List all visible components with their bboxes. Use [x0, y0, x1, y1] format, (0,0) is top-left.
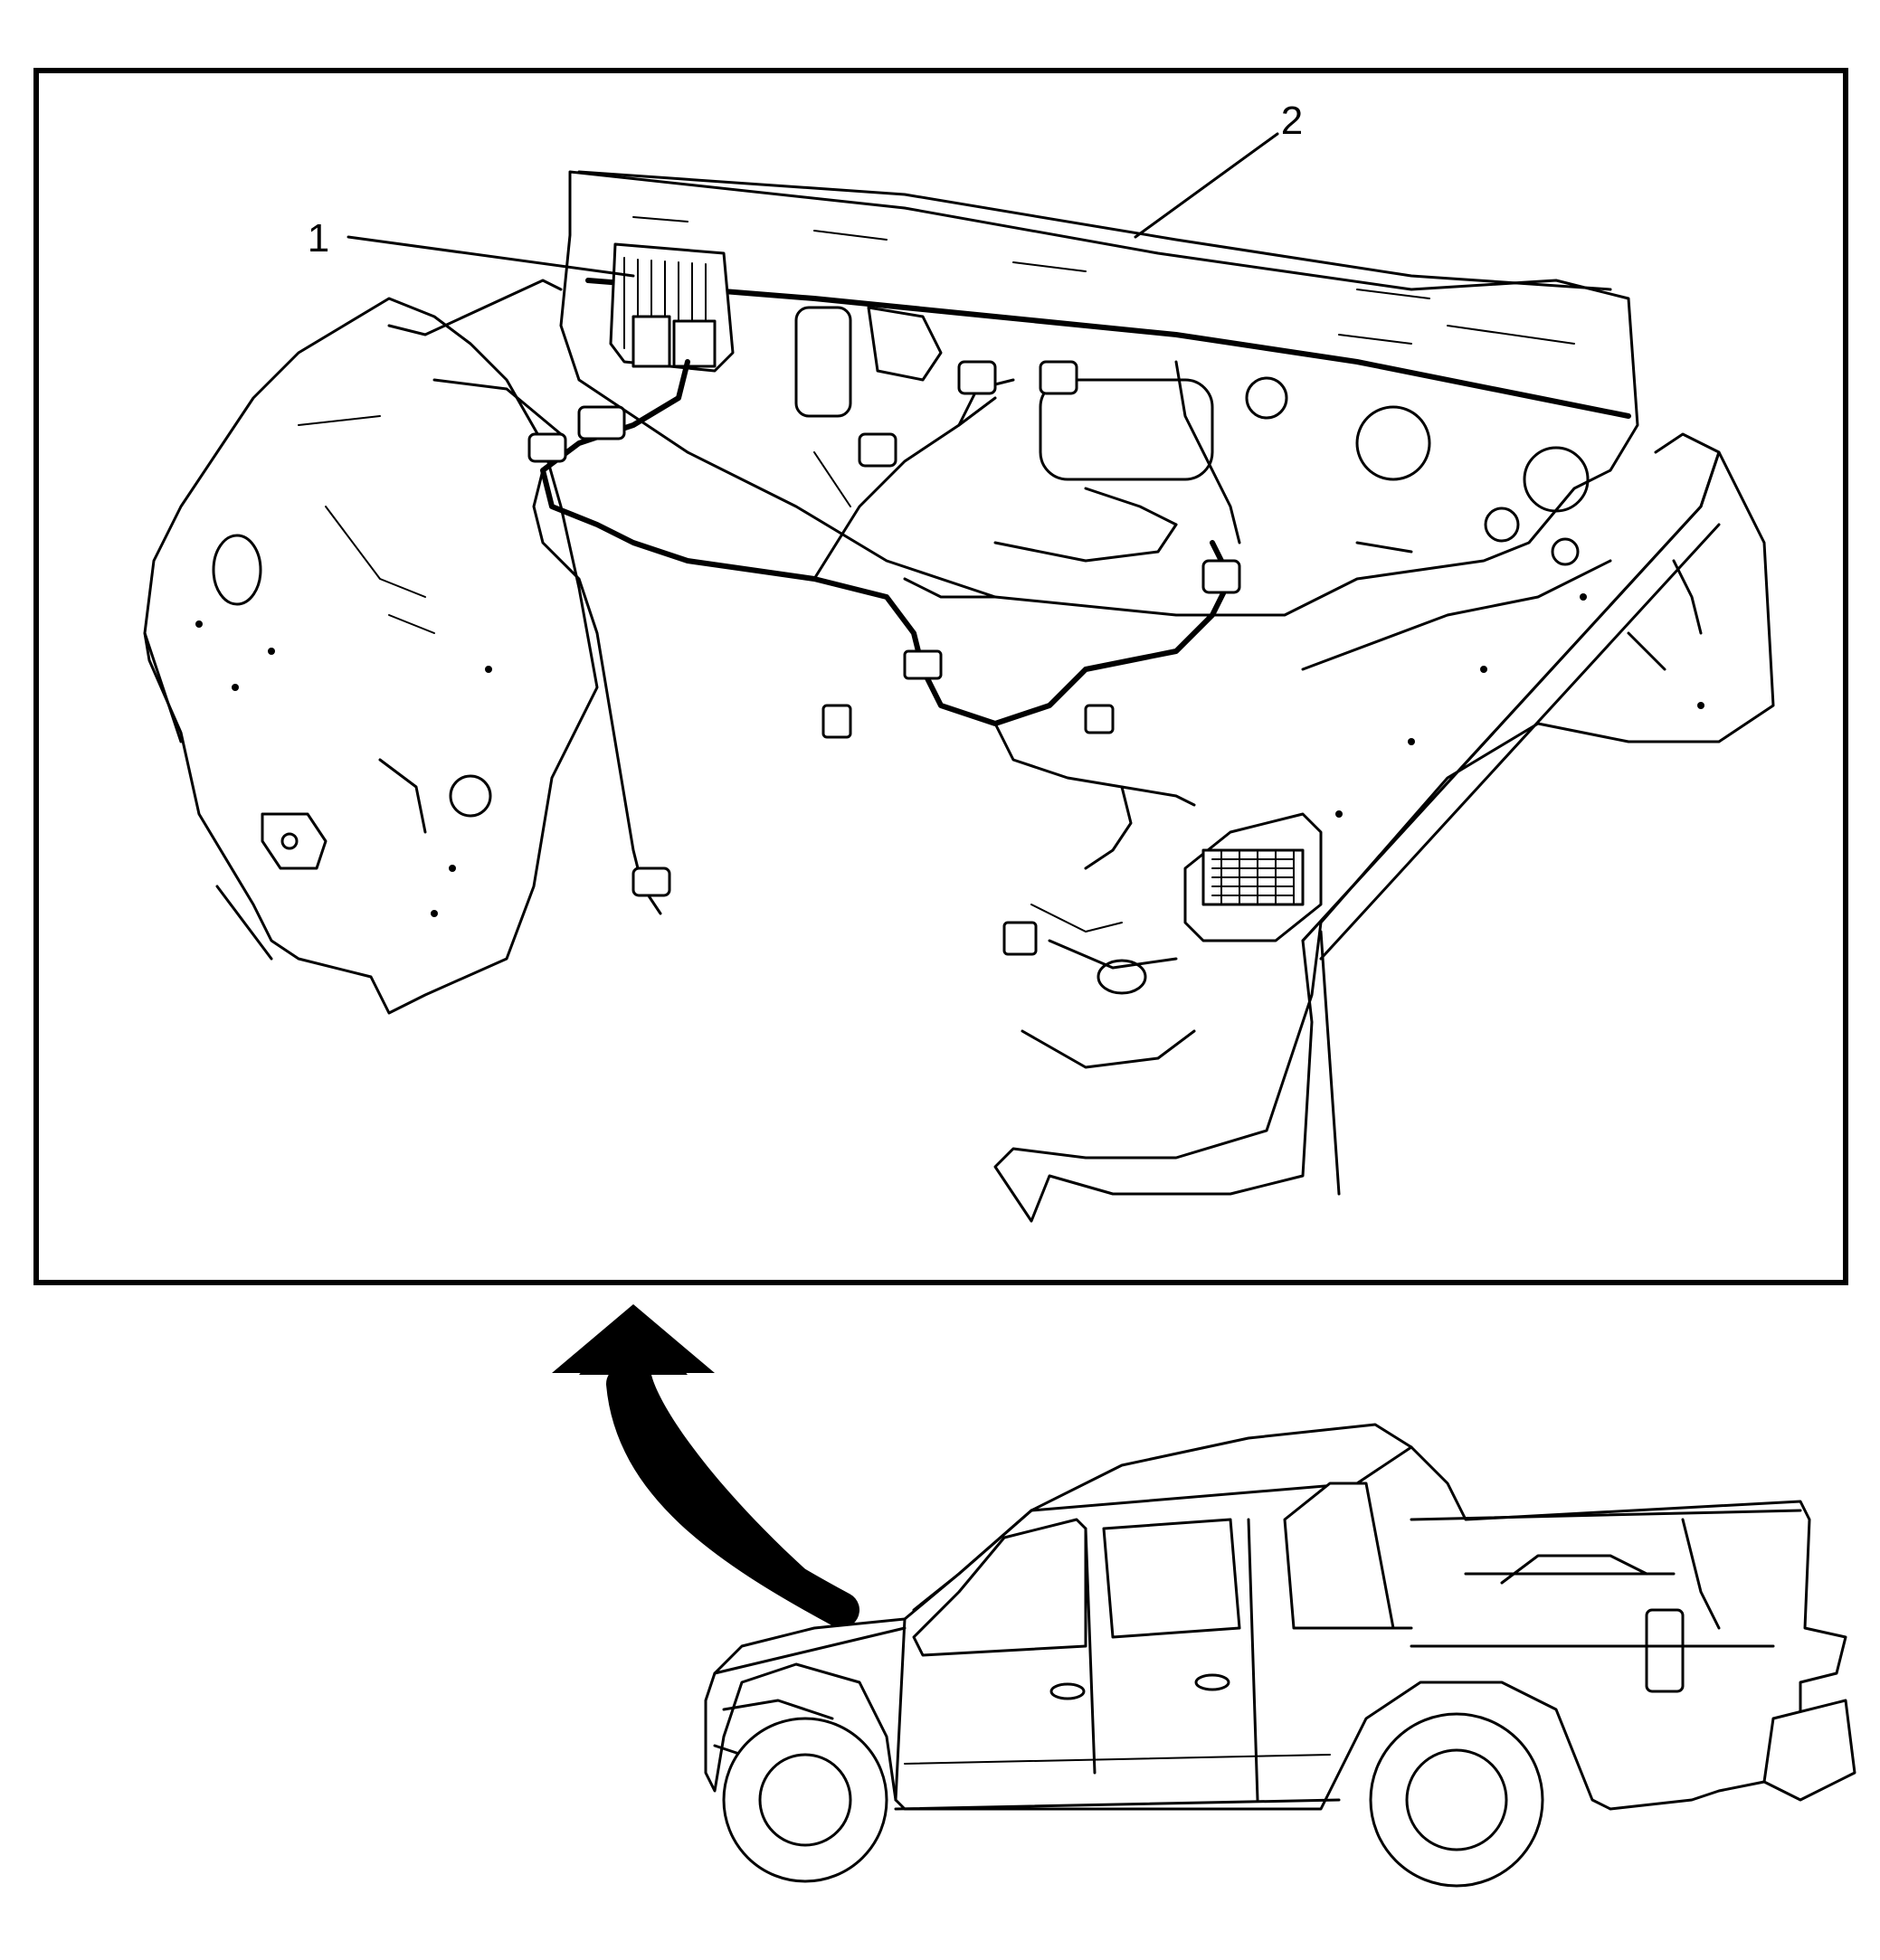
callout-1: 1: [308, 216, 635, 278]
right-fender-apron: [993, 432, 1775, 1223]
underhood-fuse-block: [1183, 812, 1323, 942]
callout-2: 2: [1134, 99, 1303, 239]
harness: [527, 359, 1241, 956]
vehicle-illustration: [704, 1423, 1856, 1888]
module: [609, 242, 735, 373]
left-fender-apron: [143, 279, 599, 1015]
callout-1-label: 1: [308, 216, 329, 260]
engine-compartment-detail: [143, 170, 1775, 1223]
callout-2-label: 2: [1281, 99, 1303, 143]
location-arrow-icon: [552, 1304, 859, 1628]
